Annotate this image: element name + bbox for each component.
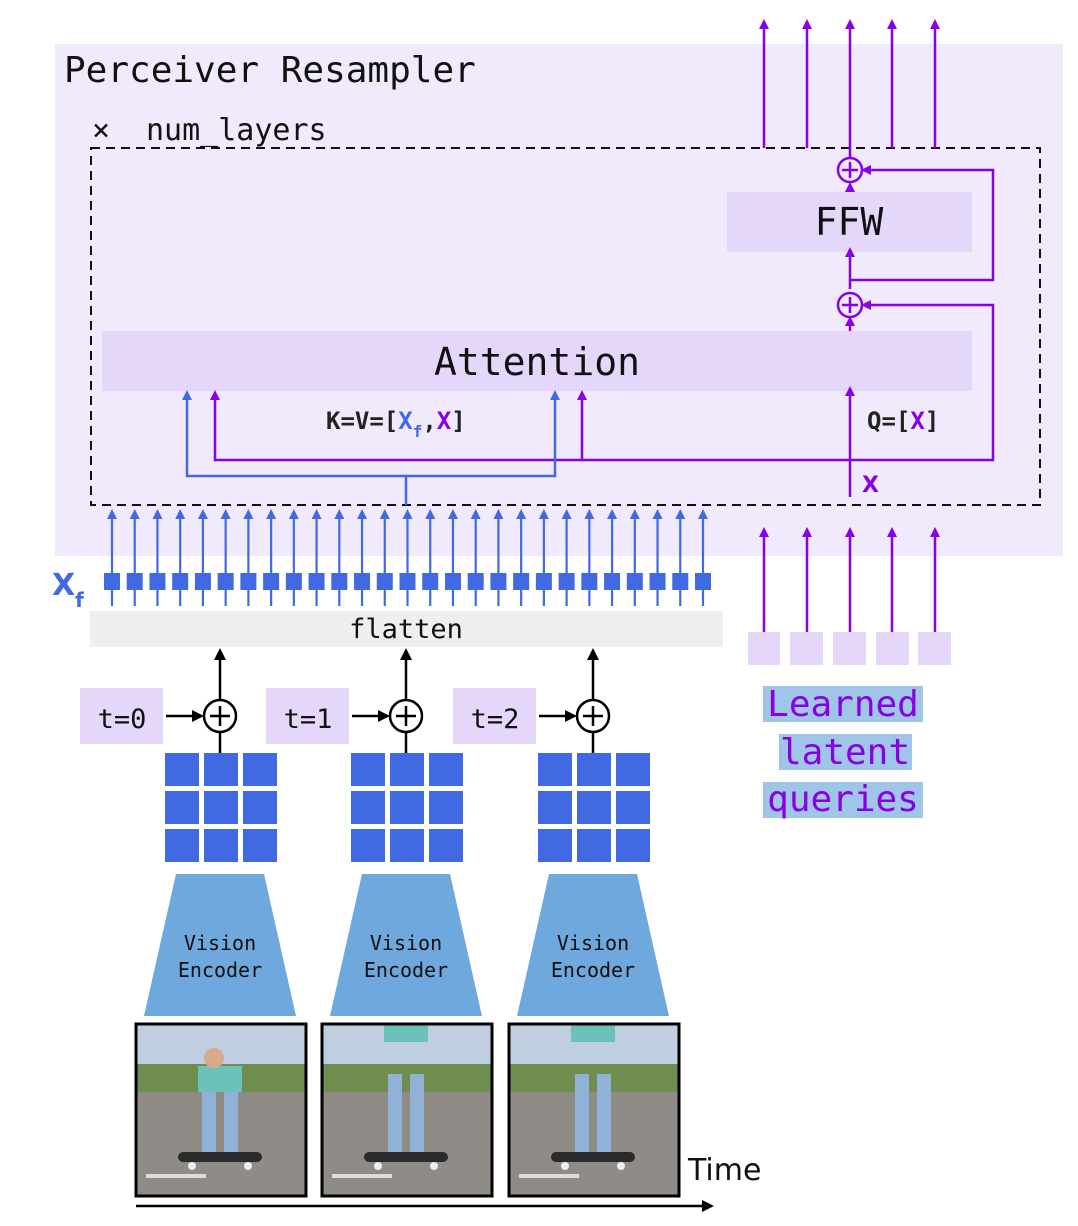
xf-token	[376, 573, 393, 590]
time-embedding-label: t=1	[284, 704, 333, 735]
video-frame-image	[134, 1022, 308, 1198]
xf-label: Xf	[52, 568, 84, 612]
xf-token	[513, 573, 530, 590]
flatten-label: flatten	[349, 614, 463, 645]
xf-token	[331, 573, 348, 590]
xf-paths	[182, 390, 560, 505]
vision-encoder	[517, 874, 669, 1016]
feature-grid	[538, 753, 650, 862]
time-embedding-label: t=0	[98, 704, 147, 735]
xf-token	[535, 573, 552, 590]
xf-token-arrows	[107, 509, 708, 606]
xf-token	[172, 573, 189, 590]
resampler-title: Perceiver Resampler	[64, 50, 476, 91]
xf-token	[308, 573, 325, 590]
ffw-label: FFW	[815, 200, 884, 244]
xf-token	[672, 573, 689, 590]
vision-encoder-label: Encoder	[178, 958, 262, 982]
xf-token	[354, 573, 371, 590]
xf-token	[217, 573, 234, 590]
vision-encoder-label: Vision	[184, 931, 256, 955]
vision-encoder	[144, 874, 296, 1016]
xf-token	[104, 573, 120, 590]
xf-token	[126, 573, 143, 590]
time-embedding-box	[453, 688, 536, 744]
vision-encoder	[330, 874, 482, 1016]
vision-encoder-label: Encoder	[364, 958, 448, 982]
xf-token	[422, 573, 439, 590]
feature-grid	[351, 753, 463, 862]
vision-encoder-label: Vision	[370, 931, 442, 955]
xf-token	[444, 573, 461, 590]
feature-grid	[165, 753, 277, 862]
time-axis-label: Time	[687, 1153, 761, 1188]
xf-token	[285, 573, 302, 590]
queries-line-3: queries	[767, 779, 919, 820]
vision-encoder-label: Encoder	[551, 958, 635, 982]
time-embedding-box	[80, 688, 163, 744]
video-frame-image	[320, 1022, 494, 1198]
kv-formula: K=V=[Xf,X]	[326, 407, 466, 441]
attention-block	[102, 331, 972, 391]
queries-line-1: Learned	[767, 684, 919, 725]
xf-token	[649, 573, 666, 590]
time-embedding-label: t=2	[471, 704, 520, 735]
queries-line-2: latent	[780, 732, 910, 773]
add-time-embedding	[202, 698, 238, 734]
queries-label: Learned latent queries	[763, 684, 923, 820]
xf-token	[581, 573, 598, 590]
xf-token	[263, 573, 280, 590]
add-time-embedding	[575, 698, 611, 734]
xf-token	[467, 573, 484, 590]
xf-tokens	[104, 573, 711, 590]
frame-columns: t=0VisionEncodert=1VisionEncodert=2Visio…	[80, 648, 681, 1198]
residual-add-attention	[836, 291, 864, 319]
vision-encoder-label: Vision	[557, 931, 629, 955]
query-arrows	[759, 527, 940, 632]
residual-add-ffw	[836, 156, 864, 184]
output-arrows	[759, 19, 940, 158]
layer-repeat-box	[90, 147, 1041, 506]
resampler-panel	[55, 44, 1063, 556]
xf-token	[695, 573, 711, 590]
flatten-bar	[90, 611, 723, 647]
layers-symbol: ×	[92, 113, 110, 148]
xf-token	[604, 573, 621, 590]
time-embedding-box	[266, 688, 349, 744]
xf-token	[399, 573, 416, 590]
layers-label: num_layers	[146, 113, 327, 148]
add-time-embedding	[388, 698, 424, 734]
attention-label: Attention	[434, 340, 640, 384]
xf-token	[626, 573, 643, 590]
xf-token	[240, 573, 257, 590]
ffw-block	[727, 192, 972, 252]
q-formula: Q=[X]	[867, 407, 939, 435]
xf-token	[149, 573, 166, 590]
query-boxes	[748, 632, 951, 665]
video-frame-image	[507, 1022, 681, 1198]
xf-token	[194, 573, 211, 590]
residual-paths	[210, 165, 995, 497]
x-label: X	[862, 473, 879, 498]
xf-token	[558, 573, 575, 590]
xf-token	[490, 573, 507, 590]
